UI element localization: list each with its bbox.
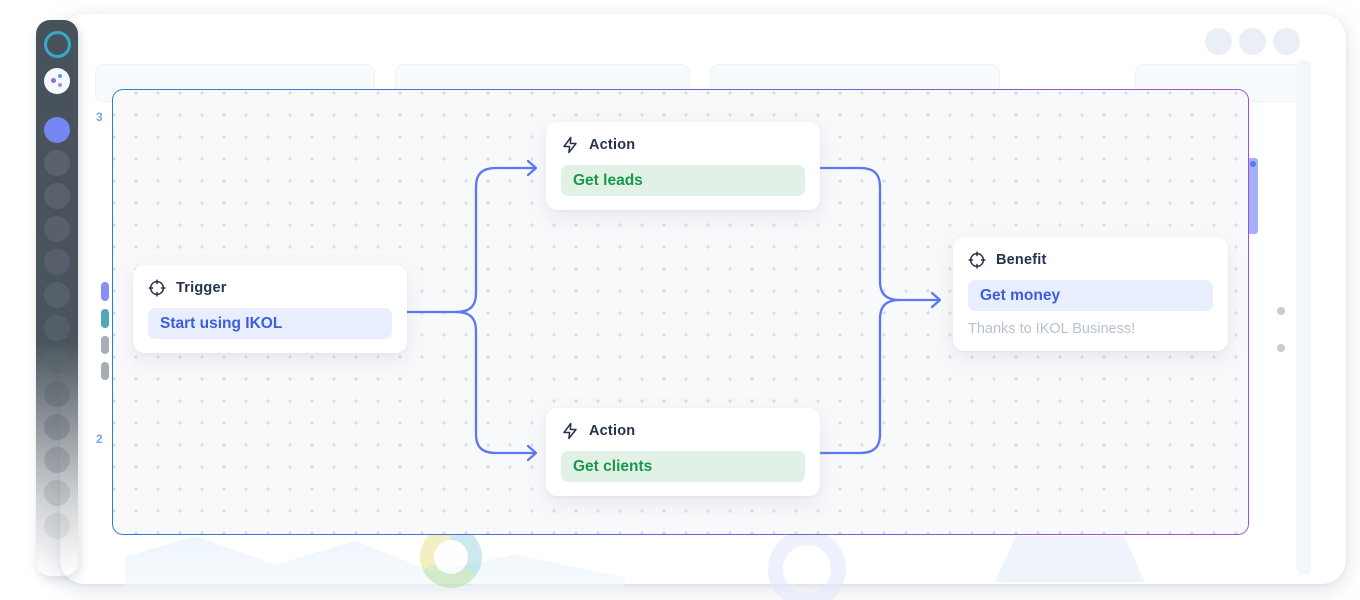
node-value[interactable]: Get money — [968, 280, 1213, 311]
zap-icon — [563, 422, 577, 440]
node-trigger[interactable]: Trigger Start using IKOL — [133, 265, 407, 353]
window-control-icon[interactable] — [1273, 28, 1300, 55]
background-legend-pill — [101, 282, 109, 301]
background-legend-pill — [101, 362, 109, 380]
node-value[interactable]: Get leads — [561, 165, 805, 196]
background-shape — [995, 536, 1145, 582]
node-action-1[interactable]: Action Get leads — [546, 122, 820, 210]
background-chart-bar — [1247, 158, 1258, 234]
background-axis-label: 2 — [96, 432, 103, 446]
sidebar — [36, 20, 78, 576]
sidebar-item[interactable] — [44, 282, 70, 308]
background-legend-pill — [101, 336, 109, 354]
node-header: Benefit — [968, 251, 1213, 269]
sidebar-item[interactable] — [44, 249, 70, 275]
window-controls — [1205, 28, 1300, 55]
background-axis-label: 3 — [96, 110, 103, 124]
node-action-2[interactable]: Action Get clients — [546, 408, 820, 496]
sidebar-item[interactable] — [44, 513, 70, 539]
background-panel-strip — [1296, 60, 1311, 575]
background-dot — [1277, 344, 1285, 352]
share-dots-icon[interactable] — [44, 68, 70, 94]
ring-logo-icon[interactable] — [43, 31, 71, 58]
node-header: Action — [561, 136, 805, 154]
node-benefit[interactable]: Benefit Get money Thanks to IKOL Busines… — [953, 237, 1228, 351]
window-control-icon[interactable] — [1205, 28, 1232, 55]
zap-icon — [563, 136, 577, 154]
node-type-label: Trigger — [176, 280, 227, 296]
sidebar-item[interactable] — [44, 315, 70, 341]
node-note: Thanks to IKOL Business! — [968, 321, 1136, 337]
node-header: Trigger — [148, 279, 392, 297]
background-ring-chart — [768, 530, 846, 600]
sidebar-item[interactable] — [44, 381, 70, 407]
background-dot — [1277, 307, 1285, 315]
background-chart-dot — [1250, 161, 1256, 167]
background-legend-pill — [101, 309, 109, 328]
sidebar-item[interactable] — [44, 216, 70, 242]
crosshair-icon — [148, 279, 166, 297]
window-control-icon[interactable] — [1239, 28, 1266, 55]
sidebar-item[interactable] — [44, 150, 70, 176]
sidebar-item[interactable] — [44, 414, 70, 440]
node-value[interactable]: Get clients — [561, 451, 805, 482]
sidebar-item-active[interactable] — [44, 117, 70, 143]
background-donut-chart — [420, 526, 482, 588]
sidebar-item[interactable] — [44, 447, 70, 473]
node-type-label: Action — [589, 423, 636, 439]
node-header: Action — [561, 422, 805, 440]
node-type-label: Benefit — [996, 252, 1047, 268]
sidebar-item[interactable] — [44, 348, 70, 374]
sidebar-item[interactable] — [44, 183, 70, 209]
sidebar-item[interactable] — [44, 480, 70, 506]
node-value[interactable]: Start using IKOL — [148, 308, 392, 339]
crosshair-icon — [968, 251, 986, 269]
node-type-label: Action — [589, 137, 636, 153]
